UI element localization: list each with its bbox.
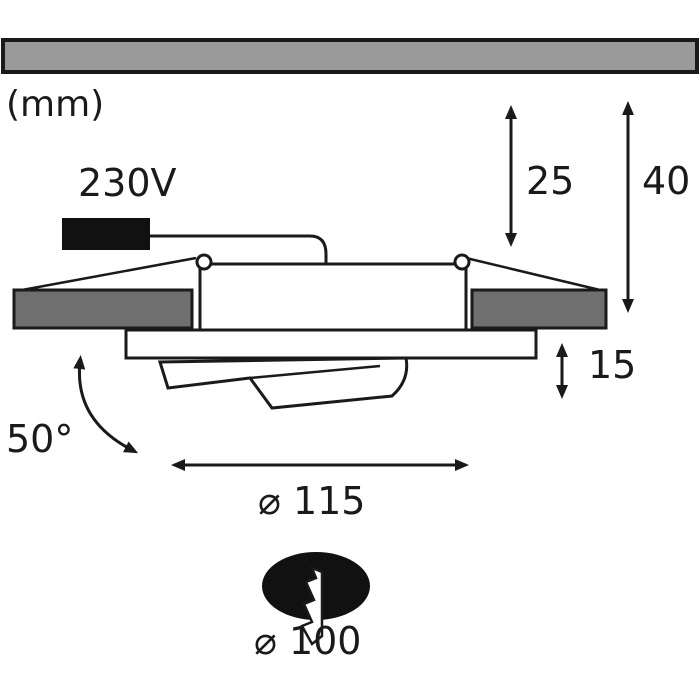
driver-box: [62, 218, 150, 250]
bezel-ring: [124, 328, 538, 360]
dimension-25-label: 25: [526, 159, 574, 203]
tilted-lamp-module: [157, 356, 409, 410]
ceiling-panel-left: [12, 288, 194, 330]
diameter-115-label: ⌀ 115: [258, 479, 366, 523]
tilt-angle-label: 50°: [6, 417, 73, 461]
tilt-angle-arrow: [73, 355, 139, 454]
cutout-diameter-label: ⌀ 100: [254, 619, 362, 663]
clip-pivot-left: [195, 253, 213, 271]
cutout-saw-symbol: [300, 565, 324, 646]
dimension-15-label: 15: [588, 343, 636, 387]
ceiling-bar: [1, 38, 699, 74]
voltage-label: 230V: [78, 161, 177, 205]
spring-clip-left: [21, 256, 202, 328]
ceiling-panel-right: [470, 288, 608, 330]
clip-pivot-right: [453, 253, 471, 271]
tilted-lamp-inner: [249, 364, 381, 380]
fixture-housing: [198, 262, 468, 332]
dimension-40-label: 40: [642, 159, 690, 203]
power-cable: [150, 234, 328, 264]
spring-clip-right: [464, 256, 601, 328]
unit-label: (mm): [6, 84, 104, 125]
